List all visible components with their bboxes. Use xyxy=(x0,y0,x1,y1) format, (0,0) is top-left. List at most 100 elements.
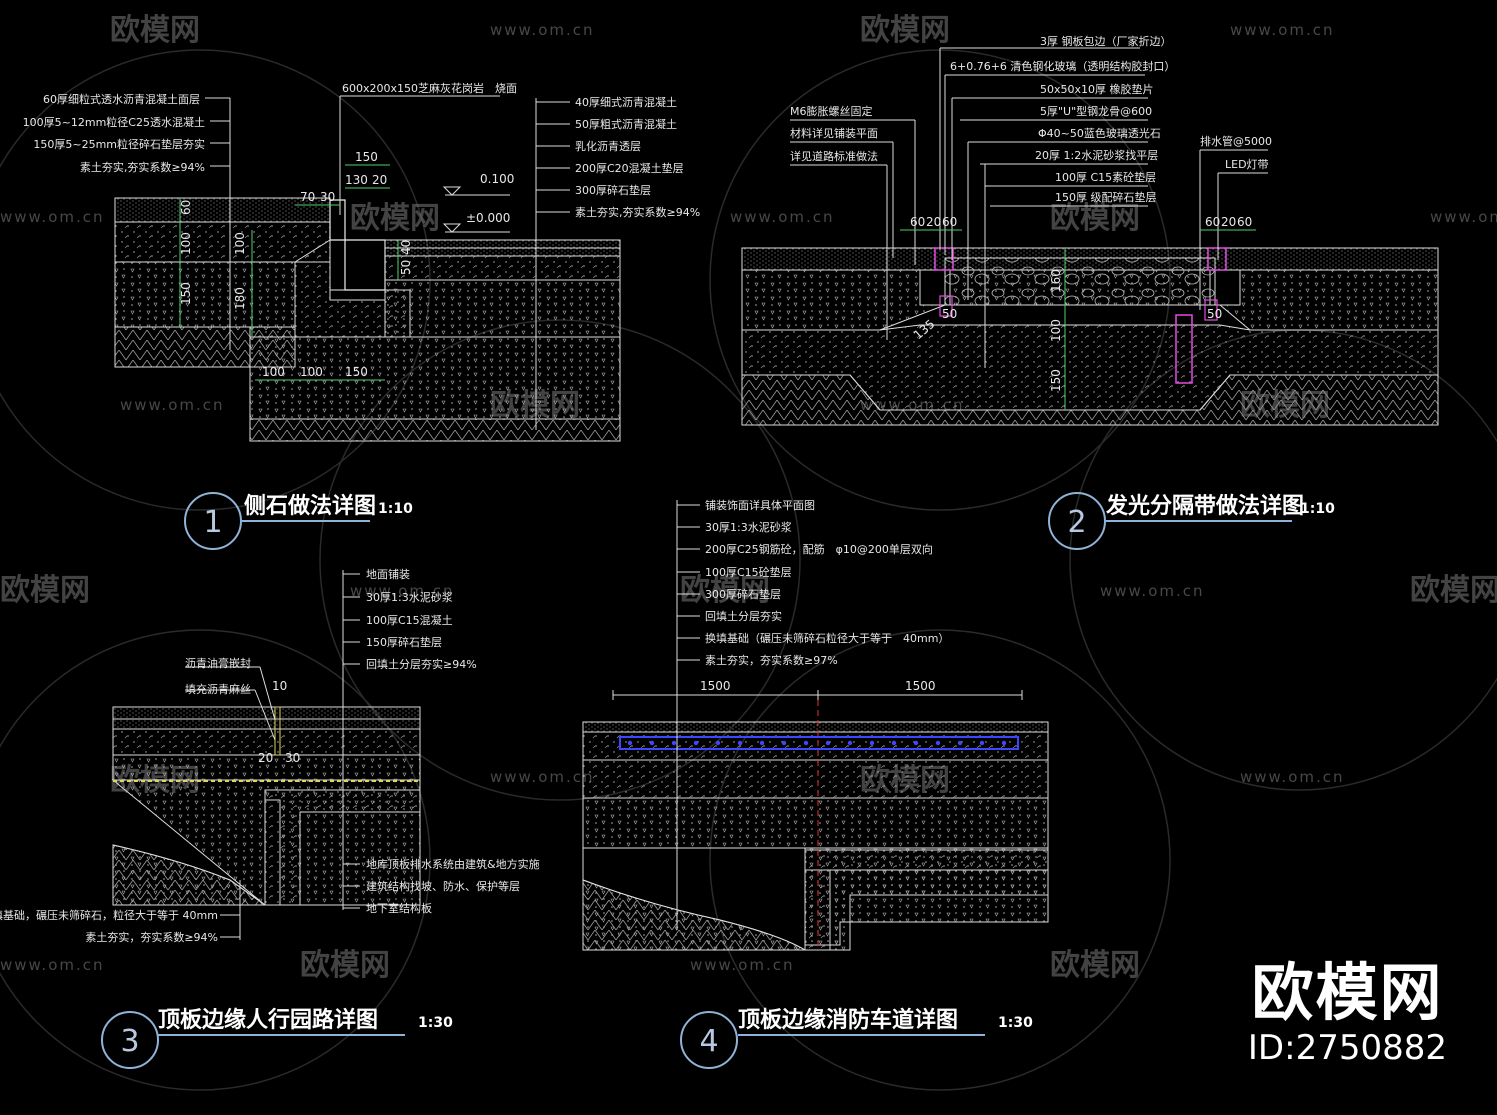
d1-dim-bottom-150: 150 xyxy=(345,365,368,379)
watermark-url: www.om.cn xyxy=(120,396,225,414)
rebar-dot xyxy=(693,740,699,746)
d1-dim-100: 100 xyxy=(179,232,193,255)
d3-number: 3 xyxy=(120,1024,139,1059)
d2-top-label-3: 50x50x10厚 橡胶垫片 xyxy=(1040,82,1154,96)
watermark-url: www.om.cn xyxy=(1100,582,1205,600)
watermark-logo: 欧模网 xyxy=(300,948,390,983)
d1-dim-60: 60 xyxy=(179,200,193,215)
rebar-dot xyxy=(803,740,809,746)
rebar-dot xyxy=(935,740,941,746)
d2-top-label-2: 6+0.76+6 清色钢化玻璃（透明结构胶封口） xyxy=(950,59,1175,73)
d2-dim-160: 160 xyxy=(1049,269,1063,292)
d1-right-label-1: 40厚细式沥青混凝土 xyxy=(575,95,677,109)
d4-top-label-3: 200厚C25钢筋砼，配筋 φ10@200单层双向 xyxy=(705,542,933,556)
d2-dim-100: 100 xyxy=(1049,319,1063,342)
d2-top-label-7: 100厚 C15素砼垫层 xyxy=(1055,170,1156,184)
rebar-dot xyxy=(737,740,743,746)
watermark-logo: 欧模网 xyxy=(350,201,440,236)
d1-title: 侧石做法详图 xyxy=(244,493,376,519)
d2-dim-20b: 20 xyxy=(1221,215,1236,229)
d3-top-label-3: 100厚C15混凝土 xyxy=(366,613,453,627)
watermark-url: www.om.cn xyxy=(0,208,105,226)
watermark-logo: 欧模网 xyxy=(680,573,770,608)
rebar-dot xyxy=(1001,740,1007,746)
d3-top-label-1: 地面铺装 xyxy=(366,568,410,581)
d1-number: 1 xyxy=(203,505,222,540)
watermark-logo: 欧模网 xyxy=(0,573,90,608)
d1-dim-20: 20 xyxy=(372,173,387,187)
d2-dim-60c: 60 xyxy=(1205,215,1220,229)
watermark-logo: 欧模网 xyxy=(1050,201,1140,236)
d3-right-label-1: 地库顶板排水系统由建筑&地方实施 xyxy=(366,857,540,871)
d2-dim-50a: 50 xyxy=(942,307,957,321)
d1-dim-bottom-100a: 100 xyxy=(262,365,285,379)
d3-top-label-2: 30厚1:3水泥砂浆 xyxy=(366,590,453,604)
d2-right-label-1: 排水管@5000 xyxy=(1200,134,1272,148)
d2-top-label-5: Φ40~50蓝色玻璃透光石 xyxy=(1038,126,1161,140)
d1-elev-0100: 0.100 xyxy=(480,172,514,186)
d1-right-label-6: 素土夯实,夯实系数≥94% xyxy=(575,205,700,219)
d3-left-label-2: 填充沥青麻丝 xyxy=(185,682,251,696)
rebar-dot xyxy=(847,740,853,746)
d3-dim-30: 30 xyxy=(285,751,300,765)
d1-dim-180: 180 xyxy=(233,287,247,310)
d4-scale: 1:30 xyxy=(998,1015,1033,1031)
d2-top-label-8: 150厚 级配碎石垫层 xyxy=(1055,190,1157,204)
rebar-dot xyxy=(715,740,721,746)
watermark-url: www.om.cn xyxy=(1240,768,1345,786)
rebar-dot xyxy=(891,740,897,746)
watermark-url: www.om.cn xyxy=(350,582,455,600)
watermark-logo: 欧模网 xyxy=(1050,948,1140,983)
rebar-dot xyxy=(913,740,919,746)
d2-dim-20a: 20 xyxy=(926,215,941,229)
rebar-dot xyxy=(957,740,963,746)
d1-left-label-1: 60厚细粒式透水沥青混凝土面层 xyxy=(43,92,200,106)
d4-top-label-4: 100厚C15砼垫层 xyxy=(705,565,792,579)
d1-dim-150-top: 150 xyxy=(355,150,378,164)
d2-dim-60a: 60 xyxy=(910,215,925,229)
d2-dim-150: 150 xyxy=(1049,369,1063,392)
d3-title: 顶板边缘人行园路详图 xyxy=(158,1007,378,1033)
d3-scale: 1:30 xyxy=(418,1015,453,1031)
d4-title: 顶板边缘消防车道详图 xyxy=(738,1007,958,1033)
watermark-url: www.om.cn xyxy=(690,956,795,974)
detail-2-light-strip-section: 3厚 钢板包边（厂家折边） 6+0.76+6 清色钢化玻璃（透明结构胶封口） 5… xyxy=(741,34,1439,550)
d4-top-label-1: 铺装饰面详具体平面图 xyxy=(705,498,815,512)
d1-scale: 1:10 xyxy=(378,501,413,517)
rebar-dot xyxy=(781,740,787,746)
d2-dim-60b: 60 xyxy=(942,215,957,229)
rebar-dot xyxy=(671,740,677,746)
d1-right-label-4: 200厚C20混凝土垫层 xyxy=(575,161,684,175)
rebar-dot xyxy=(825,740,831,746)
watermark-url: www.om.cn xyxy=(490,21,595,39)
d2-number: 2 xyxy=(1067,505,1086,540)
d1-dim-150-left: 150 xyxy=(179,282,193,305)
d3-left-label-1: 沥青油膏嵌封 xyxy=(185,656,251,670)
rebar-dot xyxy=(869,740,875,746)
watermark-url: www.om.cn xyxy=(1230,21,1335,39)
d2-dim-60d: 60 xyxy=(1237,215,1252,229)
d1-top-label: 600x200x150芝麻灰花岗岩 烧面 xyxy=(342,81,517,95)
d2-title: 发光分隔带做法详图 xyxy=(1105,493,1304,519)
d1-left-label-4: 素土夯实,夯实系数≥94% xyxy=(80,160,205,174)
d4-top-label-2: 30厚1:3水泥砂浆 xyxy=(705,520,792,534)
d2-scale: 1:10 xyxy=(1300,501,1335,517)
d3-bottom-label-2: 素土夯实，夯实系数≥94% xyxy=(85,930,218,944)
d1-dim-50: 50 xyxy=(399,260,413,275)
d1-dim-bottom-100b: 100 xyxy=(300,365,323,379)
d3-bottom-label-1: 换填基础，碾压未筛碎石，粒径大于等于 40mm xyxy=(0,908,218,922)
d1-dim-130: 130 xyxy=(345,173,368,187)
d4-top-label-7: 换填基础（碾压未筛碎石粒径大于等于 40mm） xyxy=(705,631,949,645)
d1-dim-30: 30 xyxy=(320,190,335,204)
d1-left-label-3: 150厚5~25mm粒径碎石垫层夯实 xyxy=(33,137,205,151)
d2-top-label-1: 3厚 钢板包边（厂家折边） xyxy=(1040,34,1172,48)
d2-left-label-3: 详见道路标准做法 xyxy=(790,149,878,163)
watermark-url: www.om.cn xyxy=(490,768,595,786)
detail-1-curb-section: 60厚细粒式透水沥青混凝土面层 100厚5~12mm粒径C25透水混凝土 150… xyxy=(23,81,700,550)
d1-dim-40: 40 xyxy=(399,240,413,255)
brand-id: ID:2750882 xyxy=(1247,1028,1447,1068)
watermark-url: www.om.cn xyxy=(730,208,835,226)
d2-left-label-1: M6膨胀螺丝固定 xyxy=(790,104,873,118)
rebar-dot xyxy=(979,740,985,746)
